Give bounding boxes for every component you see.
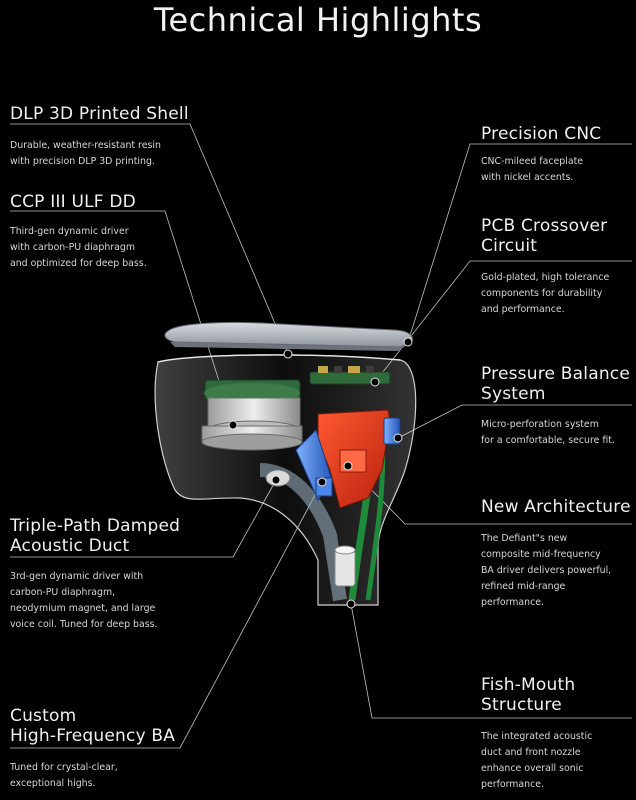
feature-desc: Durable, weather-resistant resin with pr… [10, 138, 220, 170]
desc-line: composite mid-frequency [481, 549, 601, 560]
heading-line: Custom [10, 706, 77, 726]
faceplate [164, 321, 414, 351]
feature-desc: Third-gen dynamic driver with carbon-PU … [10, 224, 210, 272]
desc-line: with carbon-PU diaphragm [10, 242, 136, 253]
feature-heading: Pressure Balance System [481, 364, 636, 404]
heading-line: Fish-Mouth [481, 675, 576, 695]
heading-line: Triple-Path Damped [10, 516, 181, 536]
desc-line: voice coil. Tuned for deep bass. [10, 619, 158, 630]
feature-precision-cnc: Precision CNC CNC-mileed faceplate with … [481, 124, 631, 186]
feature-heading: PCB Crossover Circuit [481, 216, 631, 256]
leader-fish [350, 603, 632, 719]
feature-heading: Fish-Mouth Structure [481, 675, 631, 715]
desc-line: Third-gen dynamic driver [10, 226, 129, 237]
heading-line: Pressure Balance [481, 364, 630, 384]
desc-line: components for durability [481, 288, 603, 299]
desc-line: performance. [481, 779, 545, 790]
desc-line: refined mid-range [481, 581, 566, 592]
marker-cnc [403, 337, 413, 347]
marker-fish [346, 599, 356, 609]
feature-desc: The integrated acoustic duct and front n… [481, 729, 631, 793]
feature-pcb-crossover: PCB Crossover Circuit Gold-plated, high … [481, 216, 631, 318]
faceplate-top [164, 321, 414, 348]
feature-desc: Gold-plated, high tolerance components f… [481, 270, 631, 318]
page-title: Technical Highlights [153, 1, 483, 39]
feature-heading: Triple-Path Damped Acoustic Duct [10, 516, 210, 556]
leader-pressure [397, 404, 632, 439]
feature-fish-mouth: Fish-Mouth Structure The integrated acou… [481, 675, 631, 793]
desc-line: with nickel accents. [481, 172, 574, 183]
desc-line: with precision DLP 3D printing. [10, 156, 155, 167]
feature-dlp-shell: DLP 3D Printed Shell Durable, weather-re… [10, 104, 220, 170]
desc-line: neodymium magnet, and large [10, 603, 156, 614]
marker-custom [317, 477, 327, 487]
feature-desc: 3rd-gen dynamic driver with carbon-PU di… [10, 569, 210, 633]
marker-pcb [370, 377, 380, 387]
feature-new-architecture: New Architecture The Defiant"s new compo… [481, 497, 636, 611]
leader-ccp [10, 210, 234, 426]
desc-line: BA driver delivers powerful, [481, 565, 612, 576]
leader-triple [10, 479, 277, 558]
desc-line: and performance. [481, 304, 565, 315]
feature-ccp-driver: CCP III ULF DD Third-gen dynamic driver … [10, 192, 210, 272]
faceplate-edge [170, 342, 410, 351]
desc-line: performance. [481, 597, 545, 608]
feature-desc: CNC-mileed faceplate with nickel accents… [481, 154, 631, 186]
desc-line: 3rd-gen dynamic driver with [10, 571, 144, 582]
desc-line: Gold-plated, high tolerance [481, 272, 610, 283]
pcb-board [309, 366, 391, 385]
heading-line: PCB Crossover [481, 216, 608, 236]
leader-cnc [407, 143, 632, 343]
shell-rim [157, 354, 401, 363]
callout-markers [228, 337, 413, 609]
feature-desc: The Defiant"s new composite mid-frequenc… [481, 531, 636, 611]
desc-line: and optimized for deep bass. [10, 258, 147, 269]
desc-line: exceptional highs. [10, 778, 96, 789]
desc-line: CNC-mileed faceplate [481, 156, 584, 167]
marker-triple [271, 475, 281, 485]
feature-heading: Precision CNC [481, 124, 602, 144]
heading-line: High-Frequency BA [10, 726, 176, 746]
heading-line: Structure [481, 695, 562, 715]
desc-line: The integrated acoustic [481, 731, 593, 742]
desc-line: Micro-perforation system [481, 419, 599, 430]
desc-line: Tuned for crystal-clear, [10, 762, 118, 773]
feature-desc: Tuned for crystal-clear, exceptional hig… [10, 760, 210, 792]
desc-line: enhance overall sonic [481, 763, 584, 774]
leader-dlp [10, 123, 289, 355]
dynamic-driver [201, 379, 303, 451]
heading-line: Acoustic Duct [10, 536, 130, 556]
feature-custom-ba: Custom High-Frequency BA Tuned for cryst… [10, 706, 210, 792]
desc-line: Durable, weather-resistant resin [10, 140, 161, 151]
feature-heading: New Architecture [481, 497, 631, 517]
marker-pressure [393, 433, 403, 443]
feature-heading: CCP III ULF DD [10, 192, 136, 212]
feature-heading: Custom High-Frequency BA [10, 706, 210, 746]
feature-heading: DLP 3D Printed Shell [10, 104, 189, 124]
marker-newarch [343, 461, 353, 471]
desc-line: duct and front nozzle [481, 747, 581, 758]
leader-pcb [374, 260, 632, 383]
feature-triple-path-duct: Triple-Path Damped Acoustic Duct 3rd-gen… [10, 516, 210, 633]
desc-line: The Defiant"s new [481, 533, 568, 544]
heading-line: System [481, 384, 546, 404]
heading-line: Circuit [481, 236, 538, 256]
feature-pressure-balance: Pressure Balance System Micro-perforatio… [481, 364, 636, 449]
marker-dlp [283, 349, 293, 359]
desc-line: carbon-PU diaphragm, [10, 587, 116, 598]
desc-line: for a comfortable, secure fit. [481, 435, 615, 446]
marker-ccp [228, 420, 238, 430]
leader-custom [10, 481, 323, 749]
nozzle [334, 545, 356, 587]
feature-desc: Micro-perforation system for a comfortab… [481, 417, 636, 449]
